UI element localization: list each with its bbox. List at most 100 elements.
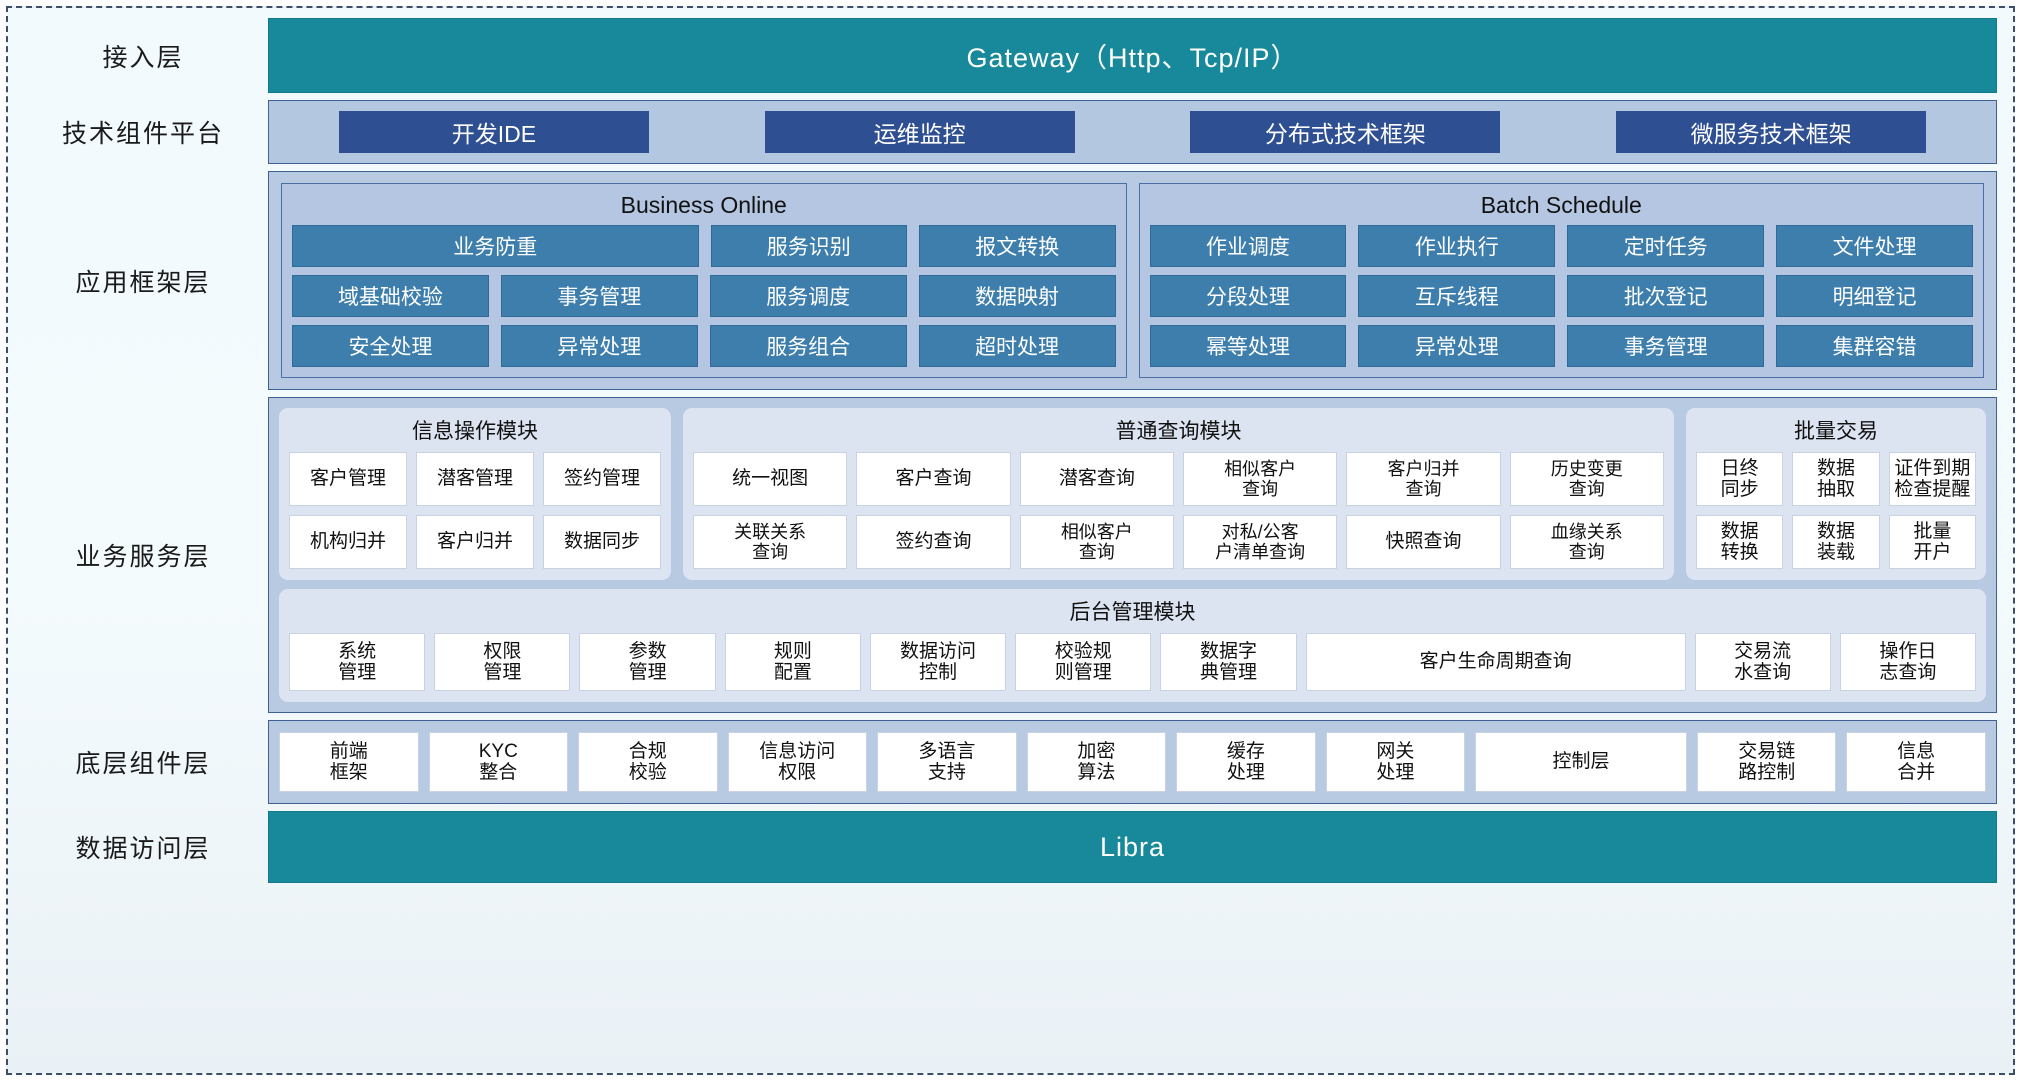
framework-cell[interactable]: 服务组合 [709, 325, 907, 367]
business-module-title: 普通查询模块 [1115, 420, 1242, 443]
tech-chip-2[interactable]: 运维监控 [764, 111, 1075, 153]
framework-cell[interactable]: 事务管理 [1567, 325, 1765, 367]
tech-chip-3[interactable]: 分布式技术框架 [1190, 111, 1501, 153]
business-service-cell[interactable]: 快照查询 [1346, 515, 1501, 569]
layer-row-business-service: 业务服务层 信息操作模块客户管理潜客管理签约管理机构归并客户归并数据同步普通查询… [18, 397, 1997, 713]
bottom-component-cell[interactable]: 交易链路控制 [1696, 732, 1837, 792]
tech-chip-4[interactable]: 微服务技术框架 [1616, 111, 1927, 153]
framework-cell[interactable]: 定时任务 [1567, 225, 1765, 267]
framework-row: 分段处理互斥线程批次登记明细登记 [1149, 275, 1973, 317]
business-service-cell[interactable]: 日终同步 [1696, 452, 1784, 506]
framework-row: 域基础校验事务管理服务调度数据映射 [292, 275, 1116, 317]
business-service-cell[interactable]: 证件到期检查提醒 [1888, 452, 1976, 506]
framework-group-title: Batch Schedule [1480, 192, 1642, 218]
layer-label-business-service: 业务服务层 [75, 543, 211, 571]
framework-cell[interactable]: 事务管理 [500, 275, 698, 317]
framework-cell[interactable]: 集群容错 [1776, 325, 1973, 367]
bottom-component-cell[interactable]: 前端框架 [279, 732, 419, 792]
framework-cell[interactable]: 明细登记 [1776, 275, 1973, 317]
bottom-component-cell[interactable]: 信息合并 [1846, 732, 1986, 792]
bottom-component-cell[interactable]: 缓存处理 [1176, 732, 1316, 792]
bottom-component-cell[interactable]: 网关处理 [1325, 732, 1466, 792]
business-service-cell[interactable]: 相似客户查询 [1182, 452, 1338, 506]
framework-cell[interactable]: 分段处理 [1149, 275, 1347, 317]
business-service-cell[interactable]: 历史变更查询 [1509, 452, 1664, 506]
business-module-rows: 统一视图客户查询潜客查询相似客户查询客户归并查询历史变更查询关联关系查询签约查询… [693, 452, 1664, 569]
framework-cell[interactable]: 作业执行 [1358, 225, 1556, 267]
framework-row: 业务防重服务识别报文转换 [292, 225, 1116, 267]
framework-cell[interactable]: 文件处理 [1776, 225, 1973, 267]
admin-cell[interactable]: 客户生命周期查询 [1305, 633, 1686, 691]
business-service-cell[interactable]: 潜客管理 [416, 452, 534, 506]
business-service-cell[interactable]: 客户查询 [856, 452, 1011, 506]
layer-row-data-access: 数据访问层 Libra [18, 811, 1997, 883]
admin-cell[interactable]: 交易流水查询 [1694, 633, 1831, 691]
bottom-component-cell[interactable]: 控制层 [1475, 732, 1687, 792]
layer-label-bottom-components: 底层组件层 [75, 750, 211, 778]
framework-cell[interactable]: 异常处理 [1358, 325, 1556, 367]
framework-cell[interactable]: 互斥线程 [1358, 275, 1556, 317]
admin-cell[interactable]: 权限管理 [434, 633, 571, 691]
admin-module: 后台管理模块 系统管理权限管理参数管理规则配置数据访问控制校验规则管理数据字典管… [279, 589, 1986, 702]
bottom-component-cell[interactable]: 合规校验 [578, 732, 718, 792]
layer-label-access: 接入层 [102, 43, 184, 72]
framework-cell[interactable]: 异常处理 [500, 325, 698, 367]
tech-chip-1[interactable]: 开发IDE [338, 111, 649, 153]
framework-cell[interactable]: 批次登记 [1567, 275, 1765, 317]
framework-group-rows: 作业调度作业执行定时任务文件处理分段处理互斥线程批次登记明细登记幂等处理异常处理… [1149, 225, 1973, 367]
admin-cell[interactable]: 参数管理 [579, 633, 716, 691]
framework-cell[interactable]: 业务防重 [292, 225, 699, 267]
business-module-row: 数据转换数据装载批量开户 [1696, 515, 1976, 569]
admin-cell[interactable]: 操作日志查询 [1839, 633, 1976, 691]
framework-row: 安全处理异常处理服务组合超时处理 [292, 325, 1116, 367]
business-service-cell[interactable]: 统一视图 [693, 452, 848, 506]
business-service-cell[interactable]: 相似客户查询 [1019, 515, 1174, 569]
business-service-cell[interactable]: 血缘关系查询 [1509, 515, 1664, 569]
business-service-cell[interactable]: 对私/公客户清单查询 [1182, 515, 1338, 569]
bottom-component-cell[interactable]: 信息访问权限 [727, 732, 868, 792]
business-module-row: 关联关系查询签约查询相似客户查询对私/公客户清单查询快照查询血缘关系查询 [693, 515, 1664, 569]
framework-cell[interactable]: 服务识别 [710, 225, 908, 267]
business-service-cell[interactable]: 签约管理 [543, 452, 661, 506]
framework-cell[interactable]: 安全处理 [292, 325, 489, 367]
framework-cell[interactable]: 报文转换 [919, 225, 1116, 267]
business-service-cell[interactable]: 签约查询 [856, 515, 1011, 569]
business-service-cell[interactable]: 客户归并 [416, 515, 534, 569]
business-service-cell[interactable]: 批量开户 [1888, 515, 1976, 569]
gateway-bar[interactable]: Gateway（Http、Tcp/IP） [268, 18, 1997, 93]
business-service-cell[interactable]: 数据装载 [1792, 515, 1880, 569]
framework-cell[interactable]: 数据映射 [918, 275, 1116, 317]
framework-cell[interactable]: 域基础校验 [292, 275, 489, 317]
admin-cell[interactable]: 系统管理 [289, 633, 426, 691]
libra-bar[interactable]: Libra [268, 811, 1997, 883]
business-service-cell[interactable]: 关联关系查询 [693, 515, 848, 569]
framework-cell[interactable]: 超时处理 [918, 325, 1116, 367]
bottom-component-cell[interactable]: 加密算法 [1026, 732, 1167, 792]
business-service-cell[interactable]: 客户归并查询 [1346, 452, 1501, 506]
framework-row: 幂等处理异常处理事务管理集群容错 [1149, 325, 1973, 367]
admin-cell[interactable]: 数据访问控制 [869, 633, 1007, 691]
business-module-2: 普通查询模块统一视图客户查询潜客查询相似客户查询客户归并查询历史变更查询关联关系… [683, 408, 1674, 580]
business-module-rows: 日终同步数据抽取证件到期检查提醒数据转换数据装载批量开户 [1696, 452, 1976, 569]
business-service-cell[interactable]: 客户管理 [289, 452, 407, 506]
business-module-row: 日终同步数据抽取证件到期检查提醒 [1696, 452, 1976, 506]
business-service-cell[interactable]: 数据转换 [1696, 515, 1784, 569]
framework-cell[interactable]: 服务调度 [709, 275, 907, 317]
framework-cell[interactable]: 幂等处理 [1149, 325, 1347, 367]
admin-cell[interactable]: 校验规则管理 [1015, 633, 1152, 691]
business-service-cell[interactable]: 机构归并 [289, 515, 407, 569]
admin-cell[interactable]: 数据字典管理 [1160, 633, 1297, 691]
business-module-rows: 客户管理潜客管理签约管理机构归并客户归并数据同步 [289, 452, 661, 569]
framework-cell[interactable]: 作业调度 [1149, 225, 1347, 267]
business-service-cell[interactable]: 潜客查询 [1019, 452, 1174, 506]
layer-label-data-access: 数据访问层 [75, 835, 211, 863]
admin-cell[interactable]: 规则配置 [724, 633, 861, 691]
business-service-cell[interactable]: 数据抽取 [1792, 452, 1880, 506]
business-service-cell[interactable]: 数据同步 [543, 515, 661, 569]
bottom-component-cell[interactable]: 多语言支持 [877, 732, 1017, 792]
